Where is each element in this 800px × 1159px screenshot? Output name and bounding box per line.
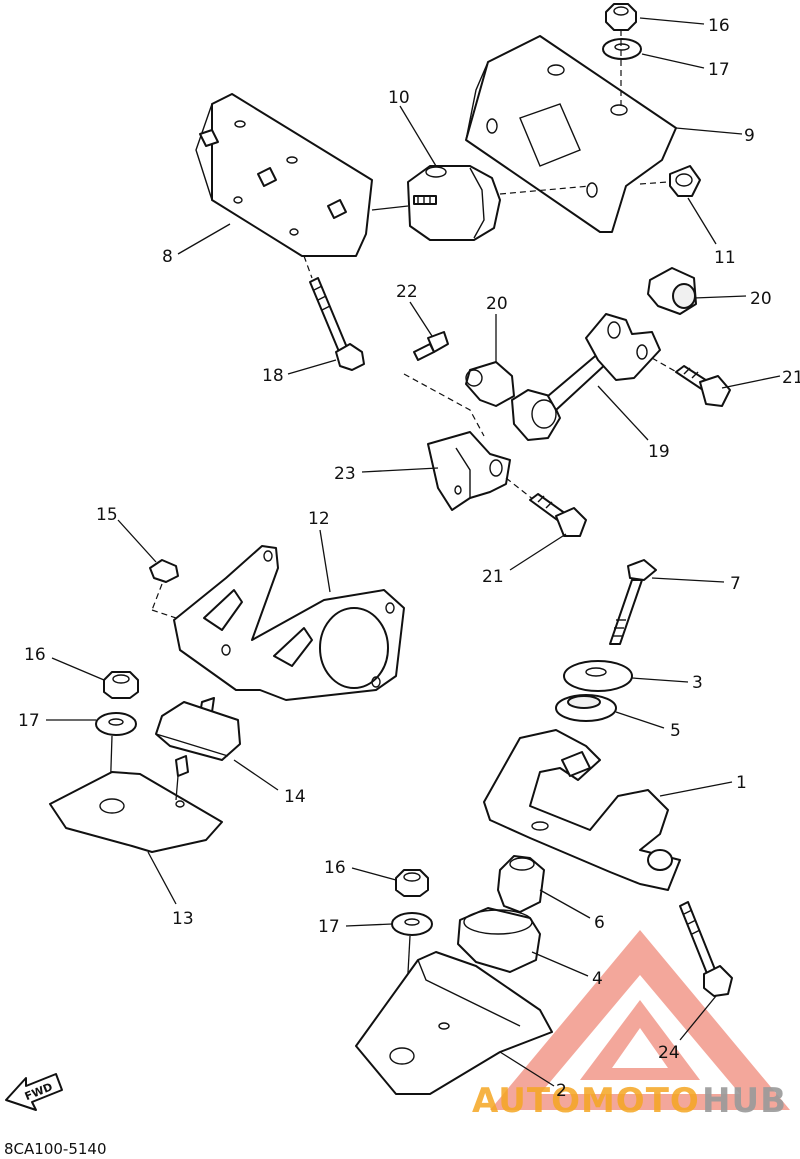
callout-24: 24 bbox=[658, 1043, 680, 1063]
callout-5: 5 bbox=[670, 721, 681, 741]
part-10-rubber-mount bbox=[371, 165, 591, 241]
part-22-bolt bbox=[403, 331, 485, 437]
part-7-bolt bbox=[609, 559, 657, 645]
part-18-bolt bbox=[309, 277, 365, 371]
callout-14: 14 bbox=[284, 787, 306, 807]
callout-4: 4 bbox=[592, 969, 603, 989]
callout-6: 6 bbox=[594, 913, 605, 933]
callout-10: 10 bbox=[388, 88, 410, 108]
callout-21b: 21 bbox=[482, 567, 504, 587]
part-24-bolt bbox=[679, 901, 733, 997]
callout-19: 19 bbox=[648, 442, 670, 462]
part-16-nut-bottom bbox=[395, 869, 429, 897]
callout-16c: 16 bbox=[324, 858, 346, 878]
callout-13: 13 bbox=[172, 909, 194, 929]
part-6-collar bbox=[497, 855, 545, 913]
part-17-washer-top bbox=[602, 38, 642, 60]
callout-2: 2 bbox=[556, 1081, 567, 1101]
part-20-bushing-middle bbox=[465, 361, 515, 407]
part-1-main-bracket bbox=[483, 729, 681, 891]
callout-11: 11 bbox=[714, 248, 736, 268]
part-11-collar bbox=[639, 165, 701, 197]
part-9-upper-bracket bbox=[465, 30, 677, 233]
part-13-plate bbox=[49, 771, 223, 853]
callout-16b: 16 bbox=[24, 645, 46, 665]
part-16-nut-left bbox=[103, 671, 139, 699]
part-23-bracket bbox=[427, 431, 535, 511]
callout-22: 22 bbox=[396, 282, 418, 302]
callout-7: 7 bbox=[730, 574, 741, 594]
part-4-rubber-block bbox=[457, 907, 541, 973]
callout-21a: 21 bbox=[782, 368, 800, 388]
callout-20a: 20 bbox=[486, 294, 508, 314]
callout-23: 23 bbox=[334, 464, 356, 484]
watermark-text-hub: HUB bbox=[702, 1081, 787, 1121]
callout-12: 12 bbox=[308, 509, 330, 529]
part-14-rubber-mount bbox=[155, 697, 241, 777]
part-code: 8CA100-5140 bbox=[4, 1140, 107, 1158]
part-20-bushing-right bbox=[647, 267, 697, 315]
watermark-text-automoto: AUTOMOTO bbox=[472, 1081, 700, 1121]
callout-17a: 17 bbox=[708, 60, 730, 80]
callout-20b: 20 bbox=[750, 289, 772, 309]
part-12-bracket bbox=[173, 545, 405, 701]
callout-18: 18 bbox=[262, 366, 284, 386]
part-8-bracket bbox=[195, 93, 373, 279]
fwd-arrow-icon: FWD bbox=[5, 1073, 63, 1111]
part-5-washer bbox=[555, 694, 617, 722]
part-19-link-rod bbox=[511, 313, 681, 441]
part-16-nut-top bbox=[605, 3, 637, 31]
part-3-washer bbox=[563, 660, 633, 692]
callout-1: 1 bbox=[736, 773, 747, 793]
watermark-logo bbox=[490, 930, 790, 1110]
callout-3: 3 bbox=[692, 673, 703, 693]
leader-lines bbox=[46, 17, 781, 1087]
part-21-bolt-right bbox=[675, 365, 731, 407]
callout-16a: 16 bbox=[708, 16, 730, 36]
callout-17c: 17 bbox=[318, 917, 340, 937]
callout-17b: 17 bbox=[18, 711, 40, 731]
callout-numbers: 16 17 9 10 8 11 18 22 20 20 21 19 23 21 … bbox=[18, 16, 800, 1101]
part-2-lower-bracket bbox=[355, 951, 553, 1095]
callout-8: 8 bbox=[162, 247, 173, 267]
part-21-bolt-lower bbox=[529, 493, 587, 537]
callout-9: 9 bbox=[744, 126, 755, 146]
callout-15: 15 bbox=[96, 505, 118, 525]
